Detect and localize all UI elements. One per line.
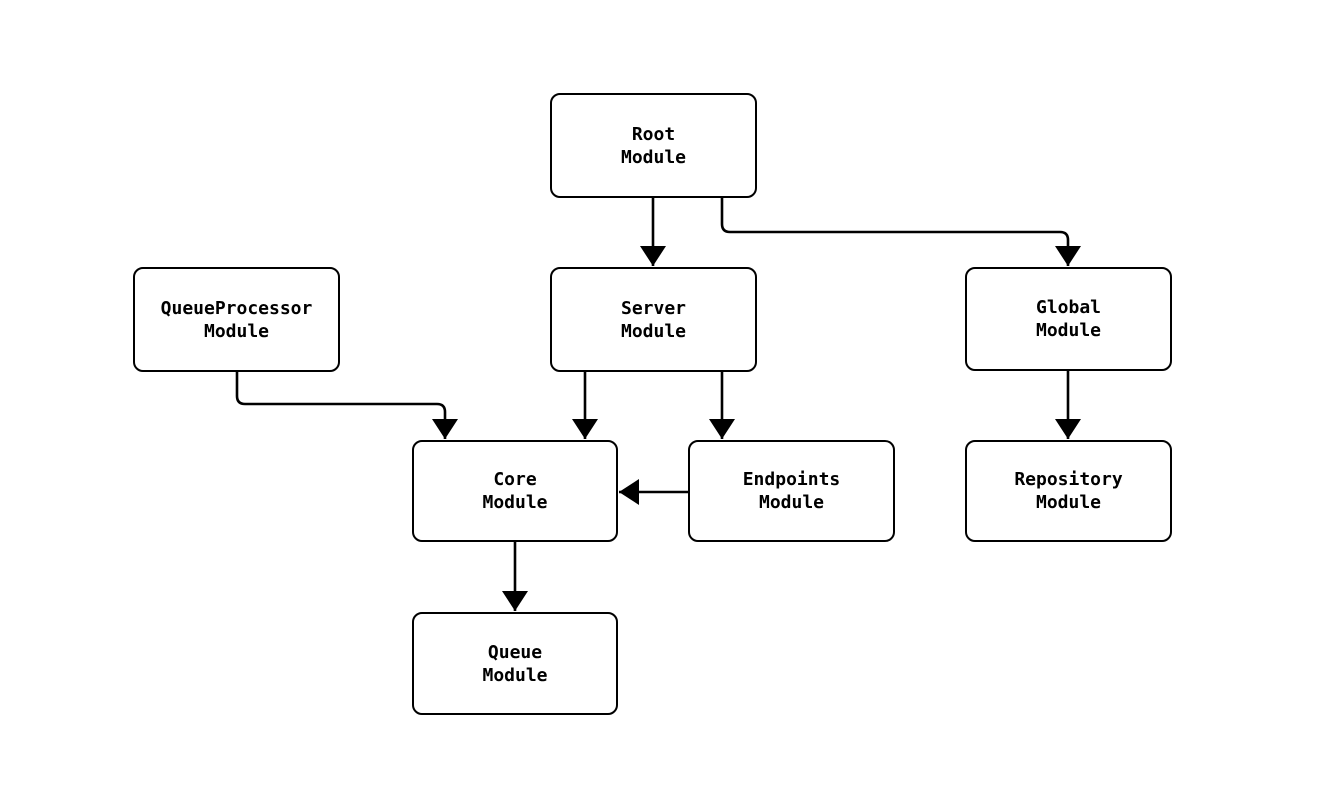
node-queue-module: Queue Module	[412, 612, 618, 715]
node-label-line: Module	[482, 492, 548, 513]
node-label-line: Root	[631, 123, 676, 145]
node-label-line: Module	[1035, 492, 1102, 513]
node-endpoints-module: Endpoints Module	[688, 440, 895, 542]
node-label-line: QueueProcessor	[160, 297, 313, 319]
node-label-line: Module	[1035, 320, 1102, 341]
node-label-line: Queue	[487, 641, 543, 663]
node-label-line: Module	[203, 320, 270, 342]
node-global-module: Global Module	[965, 267, 1172, 371]
node-queueprocessor-module: QueueProcessor Module	[133, 267, 340, 372]
node-root-module: Root Module	[550, 93, 757, 198]
node-repository-module: Repository Module	[965, 440, 1172, 542]
node-label-line: Module	[620, 320, 687, 342]
node-label-line: Core	[493, 469, 537, 490]
node-label-line: Endpoints	[742, 469, 841, 490]
node-label-line: Module	[758, 492, 825, 513]
node-server-module: Server Module	[550, 267, 757, 372]
node-label-line: Module	[620, 146, 687, 168]
node-label-line: Server	[620, 297, 687, 319]
edge-queueprocessor-to-core	[235, 372, 458, 439]
node-label-line: Module	[482, 664, 548, 686]
node-label-line: Global	[1035, 297, 1102, 318]
node-label-line: Repository	[1014, 469, 1123, 490]
node-core-module: Core Module	[412, 440, 618, 542]
edge-root-to-global	[720, 198, 1081, 266]
